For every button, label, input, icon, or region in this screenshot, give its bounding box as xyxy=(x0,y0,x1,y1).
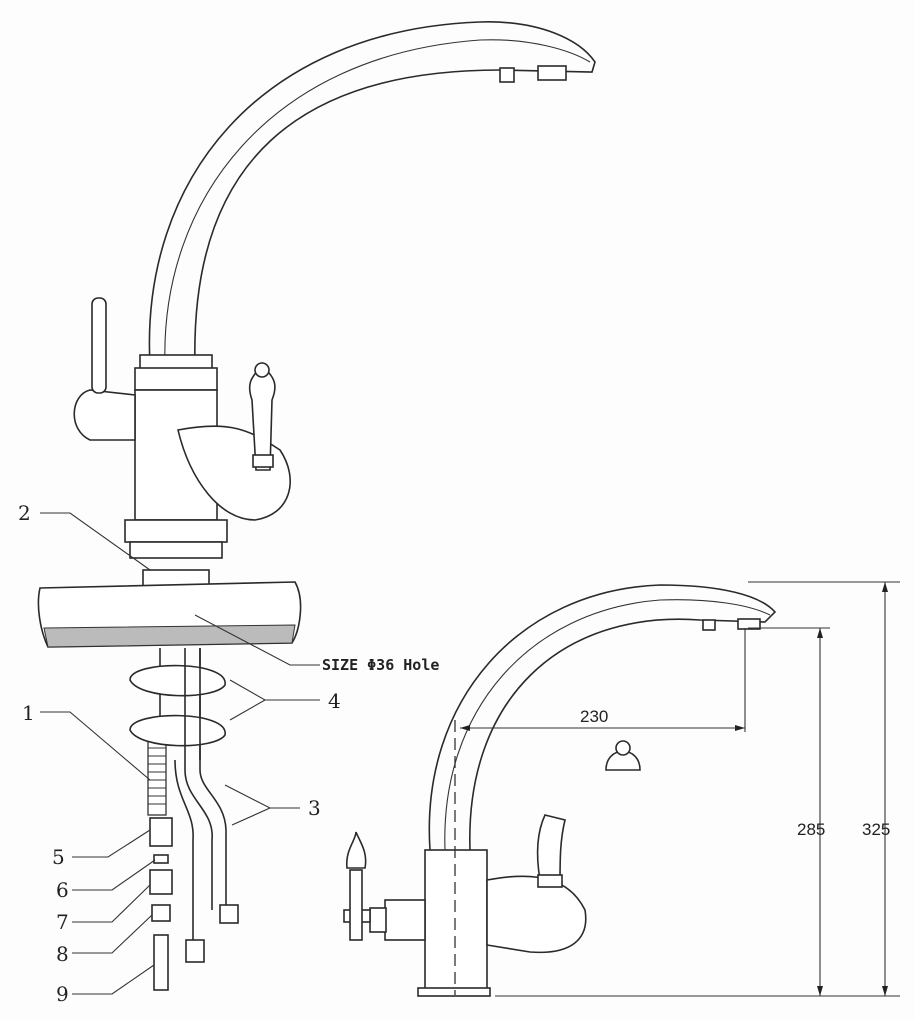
spout-collar xyxy=(139,354,213,370)
part-label-6: 6 xyxy=(56,878,69,902)
part-label-7: 7 xyxy=(56,910,69,934)
part-label-5: 5 xyxy=(52,845,65,869)
part-label-1: 1 xyxy=(22,701,35,725)
part-label-8: 8 xyxy=(56,942,69,966)
threaded-rod xyxy=(147,734,167,816)
part-label-4: 4 xyxy=(328,689,341,713)
dimension-reach: 230 xyxy=(580,707,608,726)
spout-outer xyxy=(148,21,596,366)
left-lever xyxy=(91,297,107,394)
dimension-lines xyxy=(460,581,900,997)
side-view-faucet xyxy=(343,584,777,997)
leader-lines xyxy=(40,512,320,995)
dimension-total-height: 325 xyxy=(862,820,890,839)
part-label-9: 9 xyxy=(56,982,69,1006)
dimension-spout-height: 285 xyxy=(797,820,825,839)
exploded-faucet xyxy=(37,21,596,991)
part-label-2: 2 xyxy=(18,501,31,525)
part-label-3: 3 xyxy=(308,796,321,820)
hole-size-note: SIZE Φ36 Hole xyxy=(322,656,439,674)
left-handle-base xyxy=(73,389,136,441)
